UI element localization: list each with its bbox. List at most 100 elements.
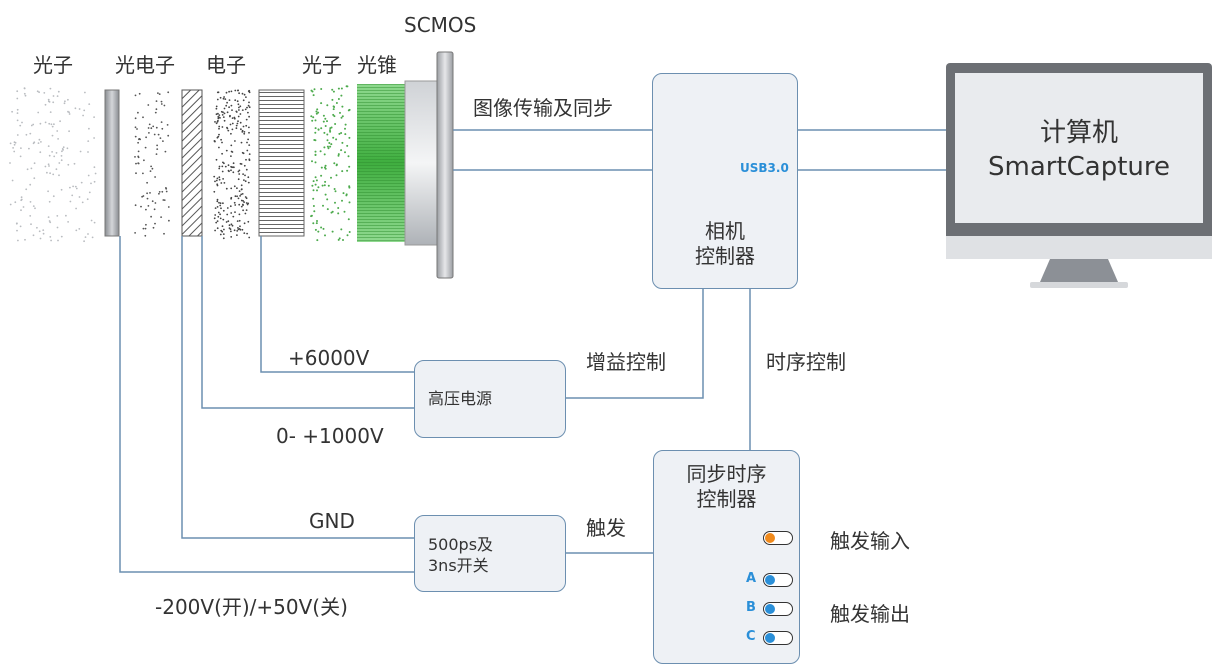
particle-dot [241, 228, 244, 231]
particle-dot [218, 133, 220, 136]
particle-dot [20, 209, 22, 212]
particle-dot [241, 129, 244, 132]
particle-dot [74, 185, 77, 188]
particle-dot [324, 125, 327, 127]
trigger-label: 触发 [586, 516, 626, 540]
particle-dot [68, 130, 70, 133]
particle-dot [319, 150, 322, 153]
particle-dot [239, 162, 242, 165]
particle-dot [60, 159, 63, 162]
particle-dot [313, 88, 316, 91]
particle-dot [94, 172, 97, 175]
particle-dot [344, 127, 346, 130]
particle-dot [155, 126, 158, 129]
particle-dot [152, 125, 155, 128]
particle-dot [24, 94, 27, 97]
particle-dot [30, 167, 33, 170]
particle-dot [37, 111, 40, 114]
output-b-toggle[interactable] [763, 602, 793, 616]
particle-dot [134, 204, 137, 207]
particle-dot [150, 215, 153, 218]
particle-dot [312, 205, 315, 207]
particle-dot [137, 155, 140, 158]
particle-dot [75, 187, 78, 190]
voltage-1000-label: 0- +1000V [276, 424, 384, 448]
particle-dot [237, 178, 240, 181]
particle-dot [341, 199, 343, 202]
particle-dot [247, 111, 249, 114]
particle-dot [329, 145, 332, 148]
particle-dot [344, 133, 347, 136]
particle-dot [213, 190, 216, 193]
output-c-toggle[interactable] [763, 631, 793, 645]
particle-dot [331, 230, 334, 233]
photoelectron-label: 光电子 [115, 53, 175, 77]
trigger-in-toggle[interactable] [763, 531, 793, 545]
voltage-6000-label: +6000V [288, 346, 370, 370]
particle-dot [82, 114, 84, 117]
particle-dot [237, 170, 240, 173]
particle-dot [310, 215, 313, 218]
particle-dot [51, 151, 53, 153]
particle-dot [233, 117, 236, 120]
particle-dot [326, 139, 329, 142]
particle-dot [312, 189, 315, 192]
particle-dot [327, 147, 330, 150]
particle-dot [155, 108, 158, 111]
particle-dot [339, 111, 341, 114]
particle-dot [12, 147, 15, 149]
output-a-toggle[interactable] [763, 573, 793, 587]
particle-dot [144, 146, 147, 149]
particle-dot [52, 101, 55, 104]
particle-dot [335, 138, 338, 141]
particle-dot [163, 104, 166, 107]
particle-dot [135, 162, 137, 165]
particle-dot [81, 201, 84, 204]
particle-dot [137, 111, 139, 114]
particle-dot [334, 190, 337, 193]
particle-dot [223, 96, 226, 98]
camera-controller-box[interactable] [652, 73, 798, 289]
particle-dot [40, 141, 42, 143]
particle-dot [74, 107, 77, 110]
particle-dot [337, 98, 340, 100]
particle-dot [160, 100, 163, 103]
particle-dot [342, 192, 345, 195]
particle-dot [245, 168, 248, 171]
gate-switch-box[interactable] [414, 515, 566, 592]
hv-supply-label: 高压电源 [428, 389, 493, 408]
particle-dot [71, 194, 74, 197]
particle-dot [248, 236, 251, 239]
particle-dot [334, 201, 336, 204]
particle-dot [230, 230, 232, 233]
particle-dot [232, 171, 235, 174]
particle-dot [329, 129, 331, 132]
hv-supply-box[interactable] [414, 360, 566, 438]
timing-controller-box[interactable] [653, 450, 800, 664]
particle-dot [243, 164, 246, 167]
particle-dot [161, 190, 164, 193]
particle-dot [316, 239, 319, 242]
particle-dot [227, 220, 230, 223]
particle-dot [216, 198, 219, 201]
particle-dot [152, 226, 155, 229]
particle-dot [151, 200, 154, 203]
particle-dot [57, 90, 60, 93]
particle-dot [138, 138, 141, 140]
particle-dot [222, 209, 225, 212]
particle-dot [216, 183, 219, 186]
particle-dot [134, 232, 137, 234]
particle-dot [230, 150, 233, 153]
particle-dot [227, 169, 230, 172]
particle-dot [37, 142, 40, 145]
particle-dot [32, 123, 35, 126]
particle-dot [154, 111, 157, 114]
particle-dot [239, 105, 242, 108]
particle-dot [236, 220, 239, 223]
particle-dot [335, 102, 338, 104]
particle-dot [230, 155, 232, 158]
particle-dot [58, 174, 60, 177]
particle-dot [72, 185, 74, 188]
particle-dot [245, 118, 248, 121]
